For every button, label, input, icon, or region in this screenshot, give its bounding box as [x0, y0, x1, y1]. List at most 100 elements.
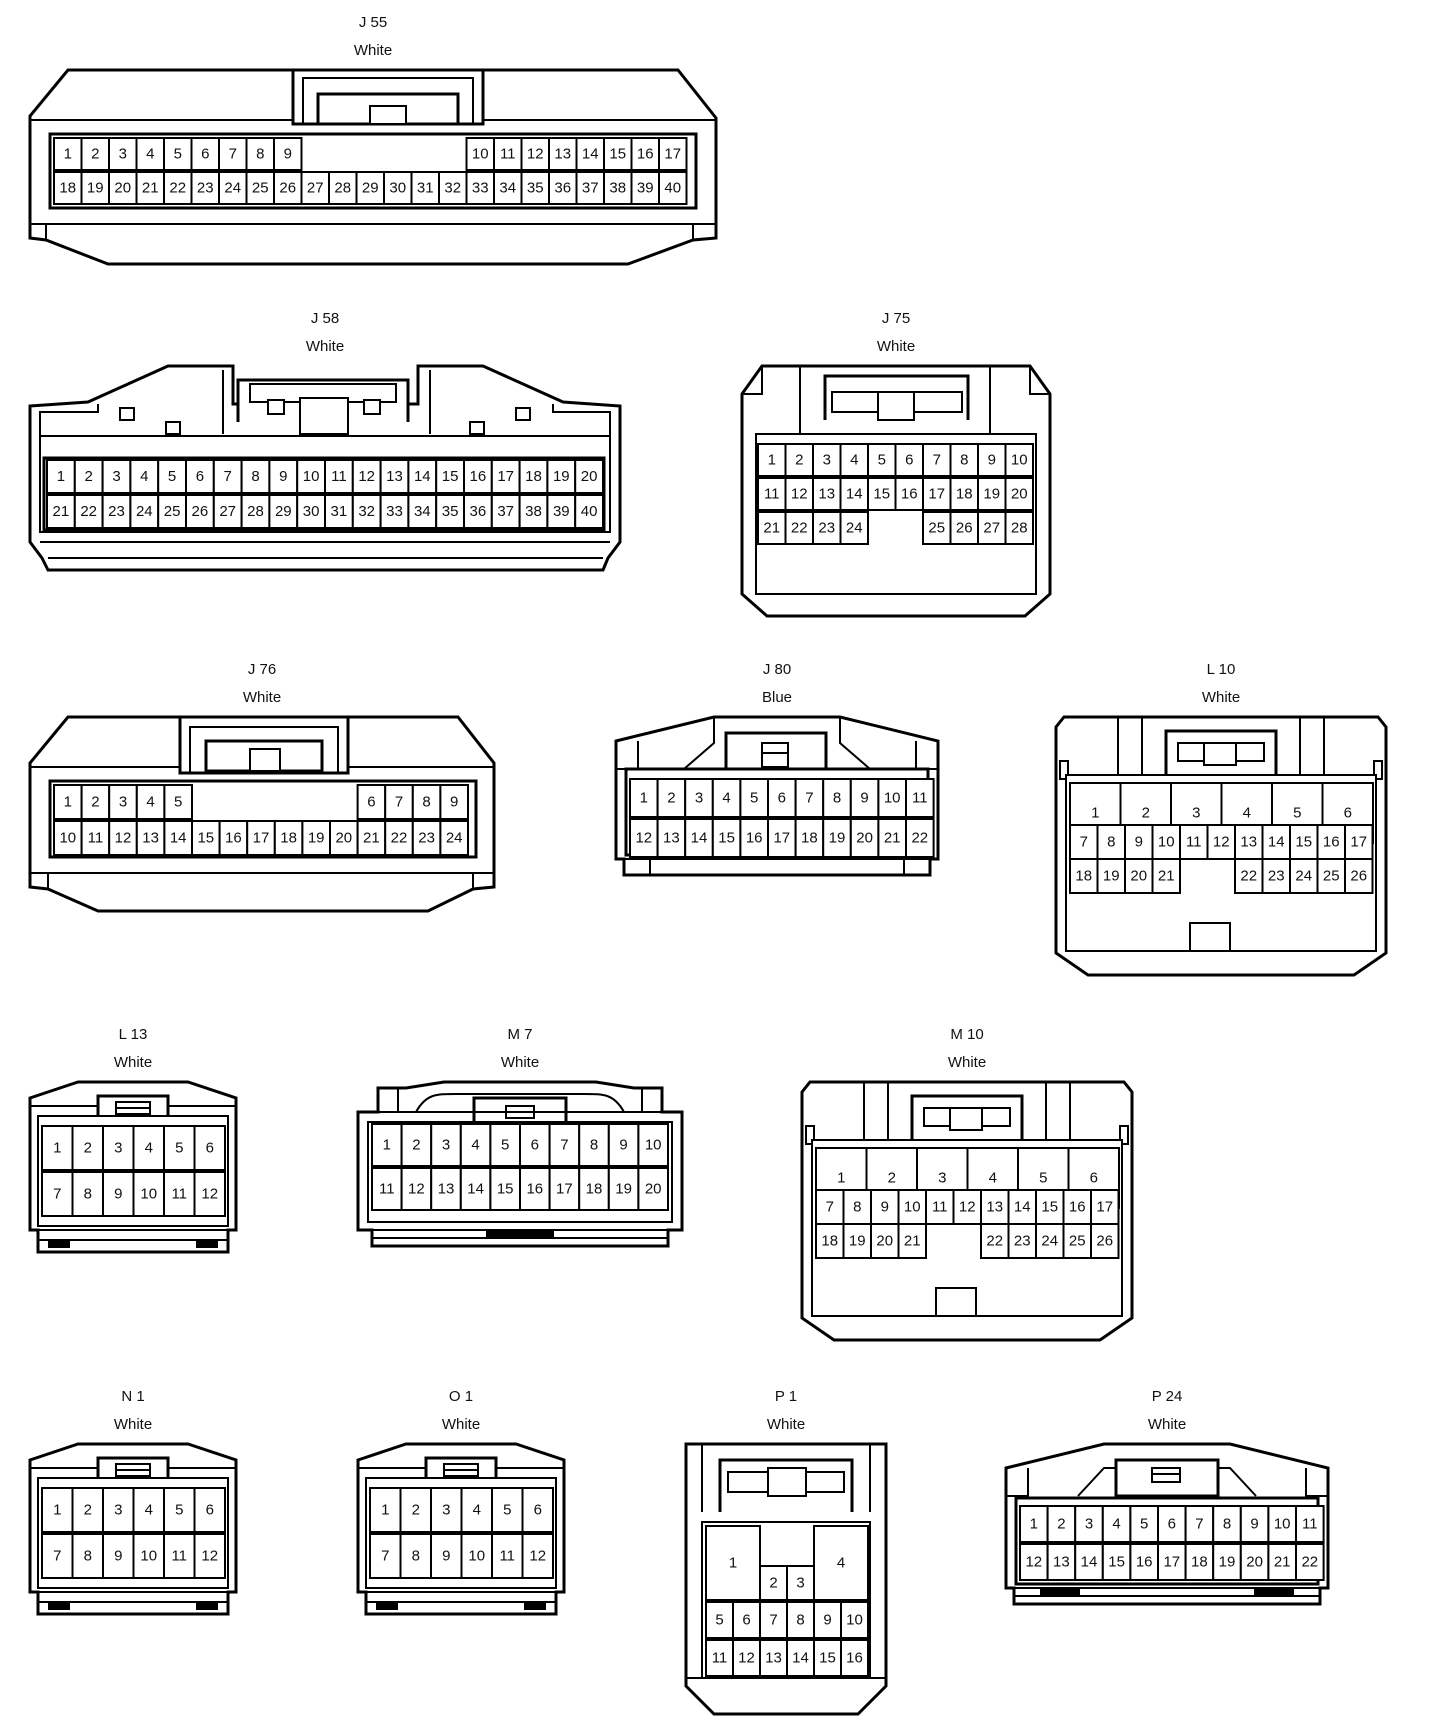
pin-number: 9 — [114, 1548, 122, 1565]
pin-number: 2 — [1057, 1516, 1065, 1533]
pin-cavity — [157, 459, 187, 494]
pin-number: 5 — [1293, 805, 1301, 822]
pin-cavity — [351, 494, 382, 529]
pin-number: 3 — [119, 794, 127, 811]
pin-number: 16 — [1136, 1554, 1153, 1571]
pin-number: 6 — [196, 468, 204, 485]
pin-number: 18 — [801, 830, 818, 847]
pin-cavity — [132, 1171, 165, 1217]
pin-cavity — [102, 1533, 135, 1579]
pin-cavity — [519, 1167, 551, 1211]
pin-number: 11 — [712, 1650, 728, 1667]
connector-code: J 80 — [762, 661, 792, 678]
pin-number: 9 — [1135, 834, 1143, 851]
pin-number: 16 — [637, 146, 654, 163]
pin-number: 27 — [307, 180, 324, 197]
pin-number: 18 — [59, 180, 76, 197]
pin-number: 10 — [1158, 834, 1175, 851]
pin-number: 14 — [414, 468, 431, 485]
pin-number: 6 — [534, 1502, 542, 1519]
pin-cavity — [839, 511, 869, 545]
pin-number: 24 — [1295, 868, 1312, 885]
pin-number: 17 — [928, 486, 945, 503]
pin-number: 21 — [1158, 868, 1175, 885]
pin-cavity — [574, 494, 605, 529]
pin-number: 4 — [471, 1137, 479, 1154]
pin-number: 21 — [142, 180, 159, 197]
pin-number: 2 — [795, 452, 803, 469]
connector-code: M 10 — [950, 1026, 984, 1043]
pin-cavity — [400, 1167, 433, 1211]
pin-number: 16 — [1069, 1199, 1086, 1216]
pin-number: 12 — [1025, 1554, 1042, 1571]
pin-number: 22 — [1301, 1554, 1318, 1571]
pin-cavity — [1019, 1505, 1049, 1543]
pin-number: 22 — [1240, 868, 1257, 885]
pin-number: 12 — [201, 1548, 218, 1565]
pin-number: 24 — [846, 520, 863, 537]
pin-cavity — [759, 1565, 788, 1601]
pin-number: 3 — [119, 146, 127, 163]
pin-cavity — [399, 1487, 432, 1533]
pin-cavity — [438, 171, 468, 205]
pin-number: 33 — [472, 180, 489, 197]
pin-cavity — [813, 1525, 869, 1601]
connector-color: White — [947, 1054, 987, 1071]
connector-color: White — [242, 689, 282, 706]
pin-number: 7 — [933, 452, 941, 469]
pin-number: 1 — [1030, 1516, 1038, 1533]
pin-number: 7 — [1080, 834, 1088, 851]
pin-cavity — [786, 1565, 815, 1601]
pin-cavity — [245, 137, 275, 171]
pin-number: 8 — [1107, 834, 1115, 851]
pin-number: 6 — [742, 1612, 750, 1629]
pin-number: 3 — [1085, 1516, 1093, 1533]
pin-cavity — [637, 1123, 669, 1167]
pin-number: 8 — [853, 1199, 861, 1216]
pin-number: 12 — [201, 1186, 218, 1203]
connector-color: White — [766, 1416, 806, 1433]
pin-number: 4 — [989, 1170, 997, 1187]
pin-number: 21 — [763, 520, 780, 537]
pin-number: 23 — [1014, 1233, 1031, 1250]
pin-number: 5 — [174, 146, 182, 163]
connector-code: N 1 — [121, 1388, 145, 1405]
pin-number: 15 — [873, 486, 890, 503]
pin-number: 20 — [581, 468, 598, 485]
pin-number: 17 — [497, 468, 514, 485]
pin-number: 25 — [1323, 868, 1340, 885]
connector-color: White — [353, 42, 393, 59]
pin-number: 15 — [442, 468, 459, 485]
pin-cavity — [439, 820, 469, 856]
connector-code: P 1 — [774, 1388, 798, 1405]
connector-color: White — [1147, 1416, 1187, 1433]
pin-number: 12 — [115, 830, 132, 847]
pin-number: 7 — [826, 1199, 834, 1216]
pin-number: 18 — [586, 1181, 603, 1198]
pin-cavity — [840, 1601, 869, 1639]
pin-number: 6 — [1344, 805, 1352, 822]
pin-number: 4 — [850, 452, 858, 469]
pin-cavity — [1090, 1223, 1120, 1259]
pin-number: 5 — [175, 1502, 183, 1519]
pin-cavity — [379, 494, 410, 529]
pin-cavity — [193, 1171, 226, 1217]
pin-cavity — [1004, 511, 1034, 545]
pin-number: 22 — [80, 503, 97, 520]
pin-number: 8 — [251, 468, 259, 485]
pin-number: 16 — [901, 486, 918, 503]
pin-number: 15 — [1295, 834, 1312, 851]
pin-number: 5 — [503, 1502, 511, 1519]
pin-cavity — [840, 1639, 869, 1677]
pin-number: 14 — [1014, 1199, 1031, 1216]
pin-number: 17 — [253, 830, 270, 847]
pin-cavity — [658, 137, 688, 171]
pin-number: 21 — [53, 503, 70, 520]
connector-color: White — [876, 338, 916, 355]
pin-number: 2 — [85, 468, 93, 485]
pin-cavity — [603, 137, 633, 171]
